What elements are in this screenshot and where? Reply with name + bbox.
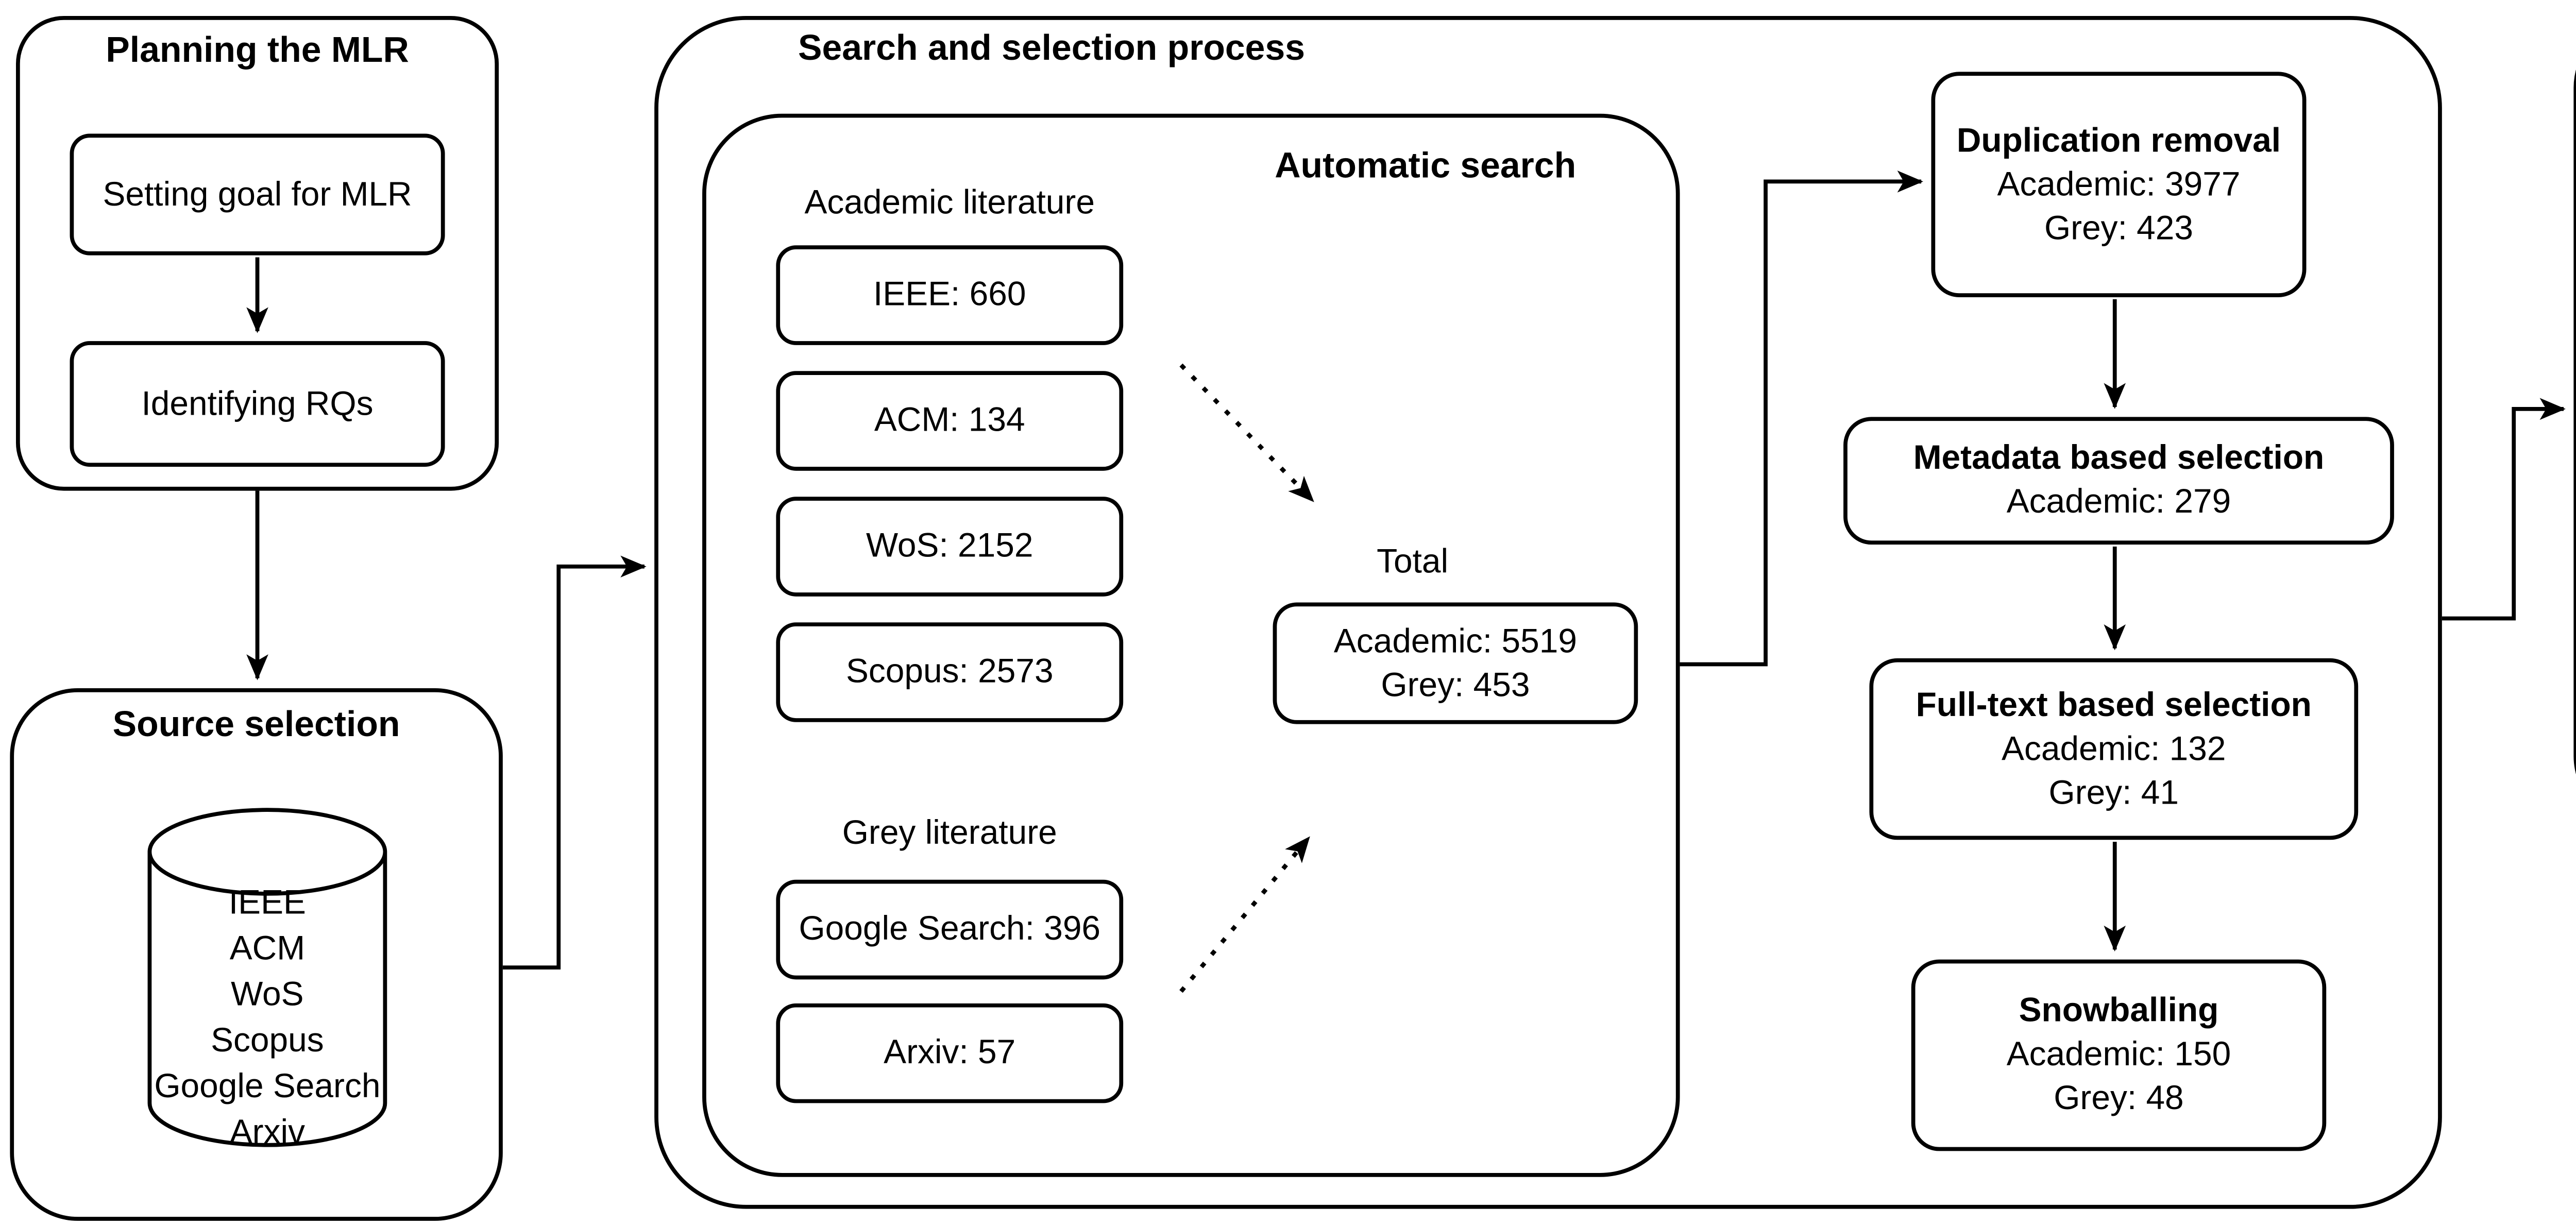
box-ieee: IEEE: 660 <box>776 245 1124 345</box>
planning-container <box>15 15 499 491</box>
source-selection-container <box>10 688 503 1221</box>
database-item: Arxiv <box>229 1113 306 1151</box>
automatic-search-container <box>702 113 1680 1177</box>
arrow-source-to-search-icon <box>502 555 647 969</box>
box-wos: WoS: 2152 <box>776 497 1124 597</box>
planning-title: Planning the MLR <box>106 30 409 70</box>
box-wos-label: WoS: 2152 <box>866 526 1033 565</box>
box-snowballing-line: Grey: 48 <box>2054 1079 2184 1117</box>
total-label: Total <box>1377 542 1449 581</box>
box-snowballing-line: Academic: 150 <box>2006 1035 2231 1074</box>
box-scopus-label: Scopus: 2573 <box>845 652 1054 690</box>
box-fulltext-selection-line: Academic: 132 <box>2002 729 2226 767</box>
box-identifying-rqs: Identifying RQs <box>70 341 445 467</box>
box-scopus: Scopus: 2573 <box>776 622 1124 722</box>
box-acm-label: ACM: 134 <box>874 401 1025 439</box>
academic-literature-label: Academic literature <box>804 183 1095 222</box>
box-google-search-label: Google Search: 396 <box>799 909 1101 948</box>
thematic-analysis-container <box>2573 15 2576 828</box>
box-metadata-selection: Metadata based selection Academic: 279 <box>1843 417 2394 545</box>
box-setting-goal: Setting goal for MLR <box>70 133 445 256</box>
box-duplication-removal: Duplication removal Academic: 3977 Grey:… <box>1931 72 2307 297</box>
database-item: Scopus <box>211 1021 324 1060</box>
box-fulltext-selection-line: Grey: 41 <box>2048 773 2179 811</box>
box-fulltext-selection-title: Full-text based selection <box>1916 685 2312 723</box>
box-setting-goal-label: Setting goal for MLR <box>103 174 412 213</box>
box-duplication-removal-title: Duplication removal <box>1956 121 2281 159</box>
box-total-line: Academic: 5519 <box>1333 621 1577 659</box>
search-selection-container <box>654 15 2442 1209</box>
box-duplication-removal-line: Academic: 3977 <box>1997 164 2241 203</box>
box-total-line: Grey: 453 <box>1381 665 1530 704</box>
box-duplication-removal-line: Grey: 423 <box>2044 208 2194 247</box>
box-snowballing: Snowballing Academic: 150 Grey: 48 <box>1911 959 2327 1151</box>
arrow-search-to-thematic-icon <box>2442 398 2566 621</box>
automatic-search-title: Automatic search <box>1275 145 1577 186</box>
database-item: Google Search <box>154 1067 381 1105</box>
database-list: IEEE ACM WoS Scopus Google Search Arxiv <box>120 880 415 1155</box>
database-item: IEEE <box>228 883 306 922</box>
box-fulltext-selection: Full-text based selection Academic: 132 … <box>1869 658 2359 840</box>
database-item: ACM <box>229 929 306 968</box>
search-selection-title: Search and selection process <box>798 28 1305 68</box>
box-identifying-rqs-label: Identifying RQs <box>141 384 374 422</box>
box-metadata-selection-line: Academic: 279 <box>2006 483 2231 521</box>
box-google-search: Google Search: 396 <box>776 879 1124 980</box>
grey-literature-label: Grey literature <box>842 813 1057 852</box>
box-snowballing-title: Snowballing <box>2019 991 2219 1030</box>
source-selection-title: Source selection <box>112 704 400 744</box>
box-metadata-selection-title: Metadata based selection <box>1913 438 2325 477</box>
box-acm: ACM: 134 <box>776 371 1124 471</box>
box-arxiv: Arxiv: 57 <box>776 1003 1124 1103</box>
box-arxiv-label: Arxiv: 57 <box>884 1033 1016 1071</box>
box-total: Academic: 5519 Grey: 453 <box>1273 602 1638 724</box>
database-item: WoS <box>231 975 304 1014</box>
box-ieee-label: IEEE: 660 <box>873 275 1026 313</box>
